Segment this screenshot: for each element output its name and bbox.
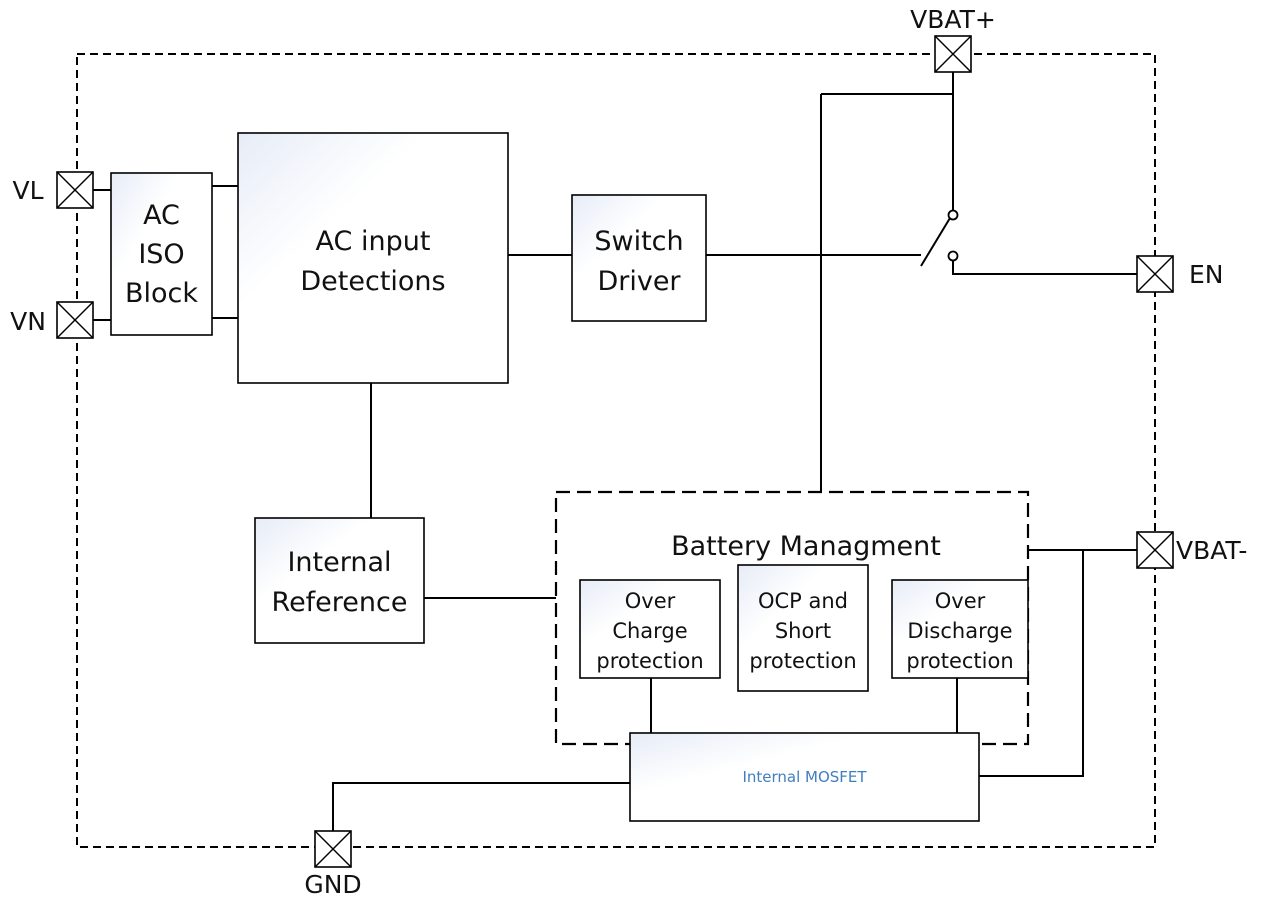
ocp-short-label-2: Short bbox=[775, 619, 831, 643]
over-charge-label-1: Over bbox=[625, 589, 676, 613]
wires bbox=[93, 72, 1137, 831]
pin-en bbox=[1136, 255, 1174, 293]
ac-input-label-2: Detections bbox=[300, 266, 445, 297]
pin-en-label: EN bbox=[1189, 260, 1224, 289]
ac-iso-label-1: AC bbox=[143, 200, 180, 231]
pin-vn-label: VN bbox=[10, 307, 46, 336]
ocp-short-protection-block: OCP and Short protection bbox=[737, 564, 869, 692]
ac-input-label-1: AC input bbox=[316, 226, 431, 257]
pin-vbat-plus bbox=[934, 35, 972, 73]
ocp-short-label-1: OCP and bbox=[758, 589, 848, 613]
pin-vbat-plus-label: VBAT+ bbox=[910, 5, 996, 34]
over-discharge-label-3: protection bbox=[906, 649, 1013, 673]
switch-contact-bottom bbox=[947, 250, 959, 262]
pin-vbat-minus-label: VBAT- bbox=[1176, 536, 1247, 565]
battery-management-title: Battery Managment bbox=[671, 531, 941, 562]
ac-iso-block: AC ISO Block bbox=[110, 172, 213, 336]
ac-iso-label-3: Block bbox=[125, 278, 198, 309]
ocp-short-label-3: protection bbox=[749, 649, 856, 673]
over-discharge-label-2: Discharge bbox=[907, 619, 1012, 643]
pin-vn bbox=[56, 301, 94, 339]
chip-boundary bbox=[76, 53, 1156, 848]
over-charge-protection-block: Over Charge protection bbox=[579, 579, 721, 679]
switch-driver-label-1: Switch bbox=[594, 226, 683, 257]
over-discharge-label-1: Over bbox=[935, 589, 986, 613]
pin-vbat-minus bbox=[1136, 531, 1174, 569]
pin-vl-label: VL bbox=[12, 176, 43, 205]
internal-mosfet-block: Internal MOSFET bbox=[629, 732, 980, 822]
pin-gnd bbox=[314, 830, 352, 868]
over-charge-label-2: Charge bbox=[612, 619, 687, 643]
internal-mosfet-label: Internal MOSFET bbox=[742, 768, 867, 786]
over-charge-label-3: protection bbox=[596, 649, 703, 673]
switch-contact-top bbox=[947, 209, 959, 221]
switch-driver-block: Switch Driver bbox=[571, 194, 707, 322]
switch-driver-label-2: Driver bbox=[597, 266, 681, 297]
pin-vl bbox=[56, 171, 94, 209]
internal-reference-label-2: Reference bbox=[272, 587, 408, 618]
pin-gnd-label: GND bbox=[304, 870, 361, 898]
internal-reference-block: Internal Reference bbox=[254, 517, 425, 644]
internal-reference-label-1: Internal bbox=[287, 547, 391, 578]
over-discharge-protection-block: Over Discharge protection bbox=[891, 579, 1029, 679]
ac-iso-label-2: ISO bbox=[138, 239, 184, 270]
ac-input-detections-block: AC input Detections bbox=[237, 132, 509, 384]
